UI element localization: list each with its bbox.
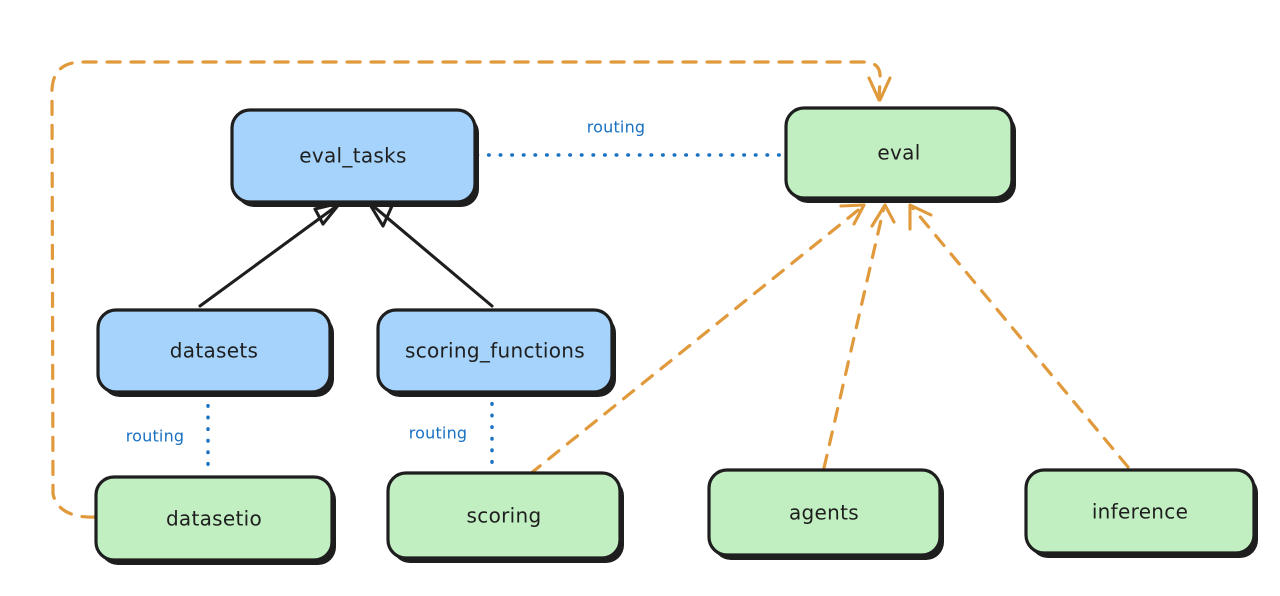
node-box[interactable]: [386, 471, 622, 560]
node-box[interactable]: [784, 106, 1014, 200]
edge-label-routing-datasets-datasetio: routing: [126, 427, 185, 446]
edge-agents-to-eval: [822, 203, 896, 470]
node-eval_tasks[interactable]: eval_tasks: [230, 108, 479, 207]
arrow-head: [870, 203, 896, 228]
edge-inference-to-eval: [908, 203, 1130, 469]
node-box[interactable]: [230, 108, 477, 204]
arrow-head: [908, 203, 933, 231]
node-scoring[interactable]: scoring: [386, 471, 624, 563]
node-label: eval_tasks: [299, 144, 406, 168]
arrow-head: [839, 203, 866, 226]
node-datasets[interactable]: datasets: [96, 308, 334, 397]
node-box[interactable]: [94, 475, 334, 562]
node-label: agents: [789, 501, 859, 525]
node-box[interactable]: [707, 468, 942, 557]
node-inference[interactable]: inference: [1024, 468, 1258, 558]
node-datasetio[interactable]: datasetio: [94, 475, 336, 565]
arrow-head: [867, 76, 892, 102]
node-label: datasets: [170, 339, 258, 363]
edge-line: [822, 205, 886, 470]
node-box[interactable]: [96, 308, 332, 394]
node-box[interactable]: [1024, 468, 1256, 555]
node-label: scoring: [467, 504, 542, 528]
edge-label-routing-eval_tasks-eval: routing: [587, 118, 646, 137]
node-scoring_functions[interactable]: scoring_functions: [376, 308, 616, 397]
node-label: inference: [1092, 500, 1188, 524]
node-label: scoring_functions: [405, 339, 585, 363]
node-label: eval: [877, 141, 920, 165]
node-label: datasetio: [166, 507, 262, 531]
edge-datasets-to-eval_tasks: [198, 201, 342, 308]
edge-line: [370, 203, 494, 308]
node-agents[interactable]: agents: [707, 468, 944, 560]
edge-line: [528, 205, 864, 476]
edge-line: [50, 60, 882, 519]
edge-line: [198, 203, 340, 308]
node-eval[interactable]: eval: [784, 106, 1016, 203]
edge-scoring_functions-to-eval_tasks: [367, 201, 494, 308]
edge-scoring-to-eval: [528, 203, 866, 476]
edge-line: [910, 205, 1130, 469]
edge-label-routing-scoring_functions-scoring: routing: [409, 424, 468, 443]
edge-datasetio-to-eval: [50, 60, 892, 519]
node-box[interactable]: [376, 308, 614, 394]
